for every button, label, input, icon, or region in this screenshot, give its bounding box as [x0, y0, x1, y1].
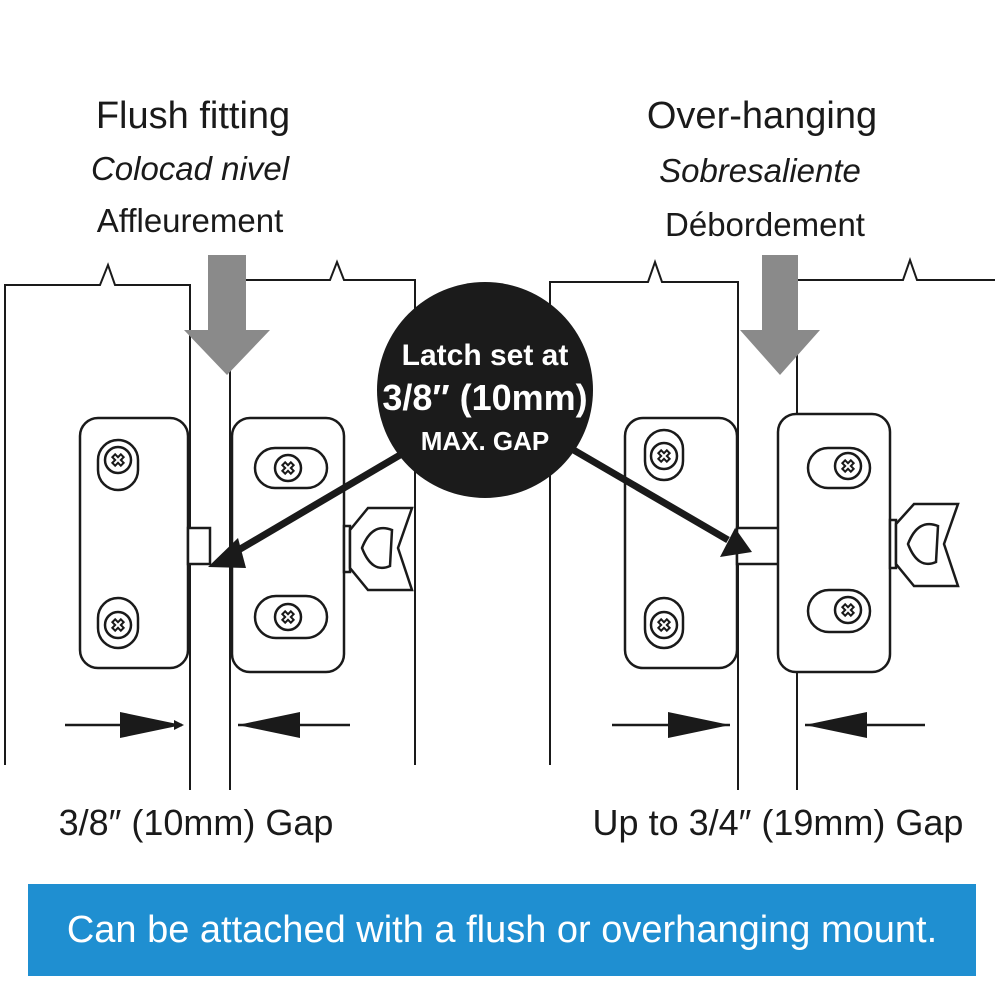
overhang-gap-fraction: 3/4	[689, 802, 739, 843]
callout-circle	[377, 282, 593, 498]
latch-knob-icon	[888, 502, 960, 588]
overhang-title: Over-hanging	[647, 95, 877, 137]
screw-icon	[103, 610, 133, 640]
overhang-gap-rest: ″ (19mm) Gap	[739, 802, 964, 843]
overhang-spanish: Sobresaliente	[659, 152, 861, 189]
flush-french: Affleurement	[97, 202, 284, 239]
flush-gap-rest: ″ (10mm) Gap	[109, 802, 334, 843]
flush-gap-fraction: 3/8	[59, 802, 109, 843]
overhang-gate-latch-plate	[776, 412, 960, 674]
flush-spanish: Colocad nivel	[91, 150, 291, 187]
callout-pointer-arrows	[208, 441, 752, 568]
latch-knob-icon	[342, 506, 414, 592]
flush-post-latch-plate	[78, 416, 212, 670]
banner-text: Can be attached with a flush or overhang…	[66, 909, 938, 951]
info-banner: Can be attached with a flush or overhang…	[28, 884, 976, 976]
overhang-post-board	[549, 258, 739, 790]
screw-icon	[649, 610, 679, 640]
screw-icon	[649, 441, 679, 471]
overhang-down-arrow-icon	[740, 255, 820, 375]
flush-title: Flush fitting	[96, 95, 290, 137]
flush-gap-label: 3/8″ (10mm) Gap	[59, 802, 334, 843]
screw-icon	[273, 602, 303, 632]
callout-line3: MAX. GAP	[421, 426, 550, 456]
screw-icon	[833, 595, 863, 625]
screw-icon	[103, 445, 133, 475]
flush-down-arrow-icon	[184, 255, 270, 375]
screw-icon	[273, 453, 303, 483]
callout-line1: Latch set at	[402, 339, 569, 372]
overhang-gap-arrow-icon	[612, 712, 925, 738]
overhang-post-latch-plate	[623, 416, 801, 670]
overhang-gap-prefix: Up to	[593, 802, 689, 843]
overhang-gate-board	[796, 256, 995, 790]
overhang-gap-label: Up to 3/4″ (19mm) Gap	[593, 802, 964, 843]
overhang-french: Débordement	[665, 206, 865, 243]
flush-gap-arrow-icon	[65, 712, 350, 738]
flush-post-board	[4, 262, 191, 790]
screw-icon	[833, 451, 863, 481]
callout-line2: 3/8″ (10mm)	[382, 377, 587, 418]
flush-gate-latch-plate	[230, 416, 414, 674]
